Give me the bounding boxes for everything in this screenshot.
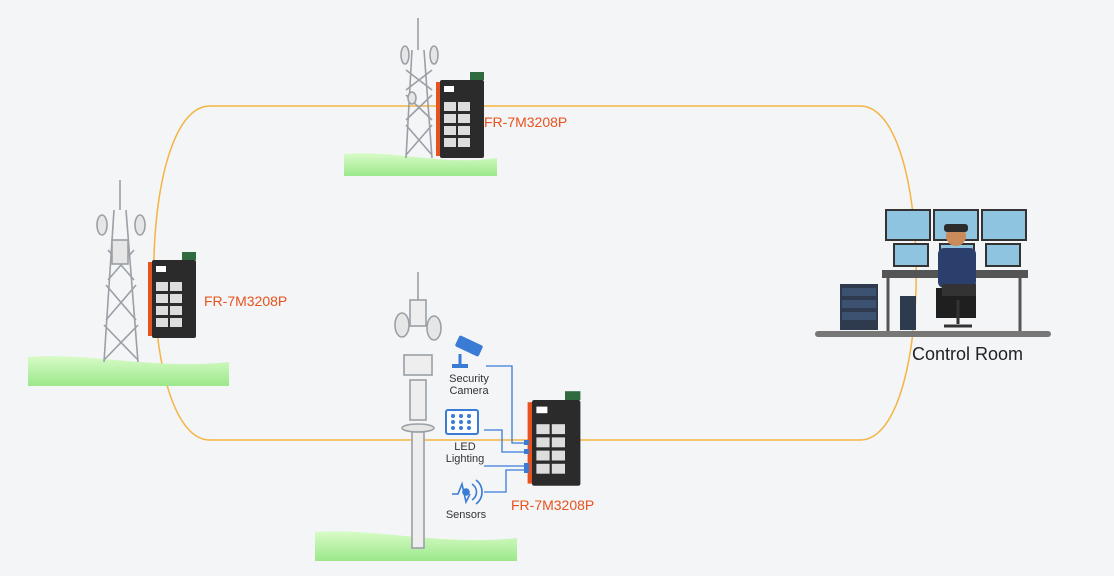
led-lighting-label: LED Lighting — [445, 441, 485, 465]
grass-top — [344, 153, 497, 176]
control-room-label: Control Room — [912, 344, 1024, 364]
cell-tower-icon — [400, 18, 439, 159]
security-camera-label: Security Camera — [449, 373, 489, 397]
sensor-wave-icon — [452, 479, 483, 505]
security-camera-icon — [452, 335, 483, 368]
industrial-switch-icon — [148, 252, 196, 338]
led-panel-icon — [445, 409, 479, 435]
switch-label-bottom: FR-7M3208P — [511, 497, 595, 513]
fiber-ring — [153, 105, 917, 441]
sensors-label: Sensors — [445, 509, 487, 521]
industrial-switch-icon — [527, 391, 581, 486]
device-links — [484, 365, 527, 493]
switch-label-top: FR-7M3208P — [484, 114, 568, 130]
industrial-switch-icon — [436, 72, 484, 158]
operator-workstation-icon — [815, 209, 1051, 337]
grass-left — [28, 356, 229, 386]
cell-tower-icon — [96, 180, 146, 363]
switch-label-left: FR-7M3208P — [204, 293, 288, 309]
cell-tower-icon — [394, 272, 442, 549]
